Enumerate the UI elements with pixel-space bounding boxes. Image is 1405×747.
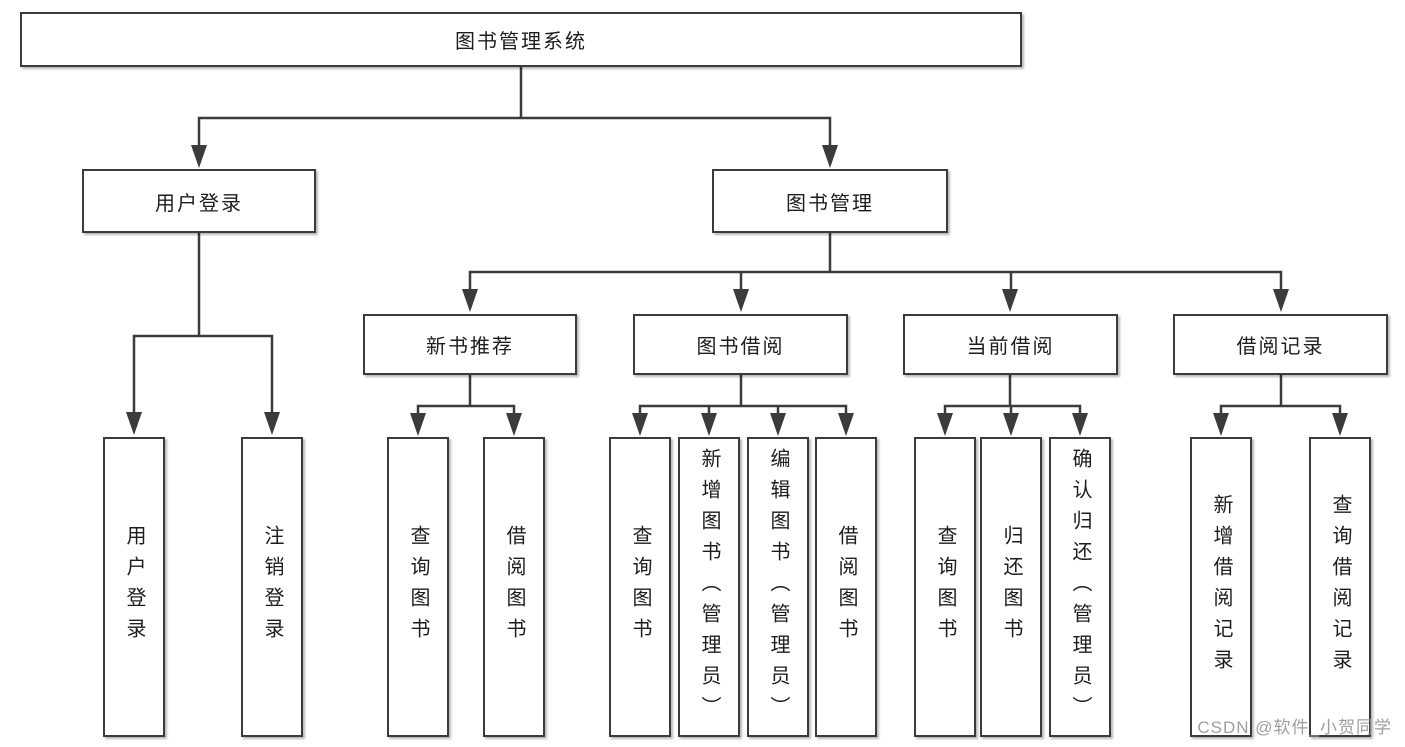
node-book-management: 图书管理	[712, 169, 948, 233]
leaf-confirm-return-admin: 确认归还（管理员）	[1049, 437, 1111, 737]
leaf-borrow-books-recommend: 借阅图书	[483, 437, 545, 737]
node-label: 新书推荐	[426, 336, 514, 358]
node-label: 查询图书	[629, 525, 651, 649]
leaf-search-books-recommend: 查询图书	[387, 437, 449, 737]
node-label: 查询图书	[934, 525, 956, 649]
node-label: 注销登录	[261, 525, 283, 649]
leaf-edit-books-admin: 编辑图书（管理员）	[747, 437, 809, 737]
node-current-borrowing: 当前借阅	[903, 314, 1118, 375]
leaf-return-books: 归还图书	[980, 437, 1042, 737]
node-label: 确认归还（管理员）	[1069, 447, 1091, 727]
leaf-add-borrow-record: 新增借阅记录	[1190, 437, 1252, 737]
node-label: 用户登录	[155, 192, 243, 215]
node-user-login: 用户登录	[82, 169, 316, 233]
watermark-text: CSDN @软件_小贺同学	[1197, 718, 1392, 737]
node-label: 图书借阅	[696, 336, 785, 358]
node-label: 借阅记录	[1236, 336, 1325, 358]
node-label: 归还图书	[1000, 525, 1022, 649]
leaf-search-borrow-record: 查询借阅记录	[1309, 437, 1371, 737]
node-label: 图书管理系统	[455, 31, 587, 53]
node-borrow-records: 借阅记录	[1173, 314, 1388, 375]
node-label: 新增图书（管理员）	[698, 447, 720, 727]
node-label: 查询图书	[407, 525, 429, 649]
node-label: 图书管理	[786, 192, 874, 215]
leaf-search-books-current: 查询图书	[914, 437, 976, 737]
node-label: 当前借阅	[966, 336, 1055, 358]
node-label: 编辑图书（管理员）	[767, 447, 789, 727]
leaf-add-books-admin: 新增图书（管理员）	[678, 437, 740, 737]
node-library-management-system: 图书管理系统	[20, 12, 1022, 67]
leaf-search-books-borrowing: 查询图书	[609, 437, 671, 737]
leaf-user-login: 用户登录	[103, 437, 165, 737]
node-label: 借阅图书	[835, 525, 857, 649]
node-label: 用户登录	[123, 525, 145, 649]
node-label: 新增借阅记录	[1210, 494, 1232, 680]
node-new-book-recommendation: 新书推荐	[363, 314, 577, 375]
node-book-borrowing: 图书借阅	[633, 314, 848, 375]
leaf-borrow-books-borrowing: 借阅图书	[815, 437, 877, 737]
node-label: 借阅图书	[503, 525, 525, 649]
leaf-logout: 注销登录	[241, 437, 303, 737]
node-label: 查询借阅记录	[1329, 494, 1351, 680]
